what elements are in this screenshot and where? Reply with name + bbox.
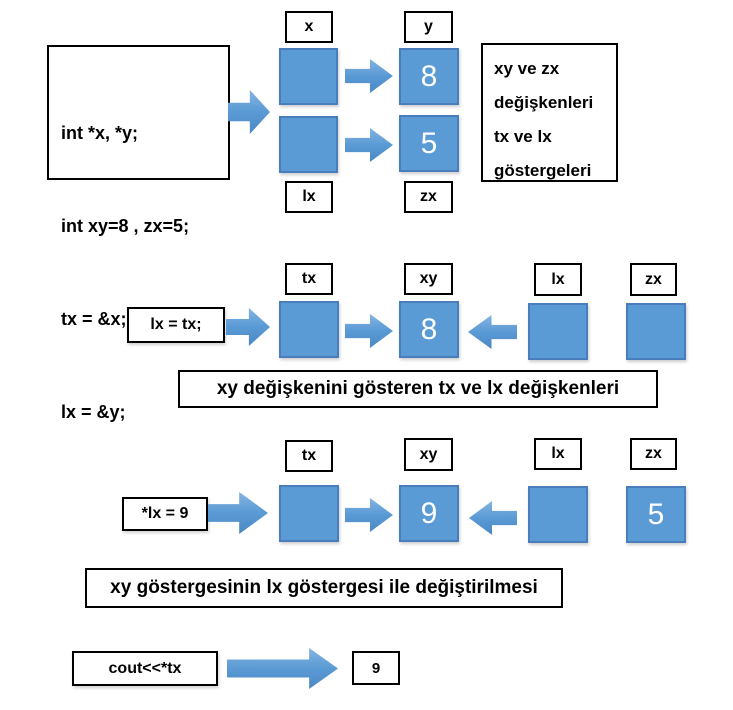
statement-text: *lx = 9: [141, 505, 189, 522]
memory-cell-xy: 9: [399, 485, 459, 542]
arrow-right-icon: [226, 308, 270, 346]
memory-cell-xy: 8: [399, 301, 459, 358]
var-label-zx: zx: [630, 263, 677, 296]
cell-value: 8: [420, 312, 438, 346]
cell-value: 9: [420, 496, 438, 530]
cell-value: 5: [647, 497, 665, 531]
var-label-text: zx: [420, 188, 437, 205]
memory-cell-x: [279, 48, 338, 105]
var-label-zx: zx: [404, 181, 453, 213]
info-line: değişkenleri: [494, 93, 594, 112]
caption-text: xy göstergesinin lx göstergesi ile değiş…: [110, 577, 538, 598]
var-label-text: tx: [301, 447, 317, 464]
memory-cell-tx: [279, 485, 339, 542]
var-label-lx: lx: [285, 181, 333, 213]
cell-value: 8: [420, 59, 438, 93]
code-line: tx = &x;: [61, 309, 127, 329]
memory-cell-y: 8: [399, 48, 459, 105]
var-label-text: x: [304, 18, 314, 35]
memory-cell-zx: 5: [626, 486, 686, 543]
memory-cell-lx: [279, 116, 338, 173]
arrow-right-icon: [208, 492, 268, 534]
statement-box: *lx = 9: [122, 497, 208, 531]
var-label-xy: xy: [404, 438, 453, 471]
arrow-right-icon: [228, 90, 270, 134]
code-box: int *x, *y; int xy=8 , zx=5; tx = &x; lx…: [47, 45, 230, 422]
section-caption: xy göstergesinin lx göstergesi ile değiş…: [85, 568, 563, 608]
arrow-left-icon: [468, 315, 517, 349]
section-caption: xy değişkenini gösteren tx ve lx değişke…: [178, 370, 658, 408]
var-label-y: y: [404, 11, 453, 43]
var-label-text: xy: [419, 445, 438, 463]
info-line: tx ve lx: [494, 127, 552, 146]
info-line: göstergeleri: [494, 161, 592, 180]
statement-box: cout<<*tx: [72, 651, 218, 686]
cell-value: 5: [420, 126, 438, 160]
arrow-right-icon: [345, 59, 393, 93]
var-label-text: lx: [551, 445, 565, 462]
var-label-lx: lx: [534, 438, 582, 470]
arrow-right-icon: [227, 648, 338, 689]
var-label-text: y: [424, 18, 433, 35]
statement-box: lx = tx;: [127, 307, 225, 343]
var-label-text: zx: [645, 445, 662, 462]
memory-cell-lx: [528, 486, 588, 543]
memory-cell-tx: [279, 301, 339, 358]
code-line: int *x, *y;: [61, 123, 139, 143]
statement-text: lx = tx;: [150, 316, 202, 333]
var-label-x: x: [285, 11, 333, 43]
caption-text: xy değişkenini gösteren tx ve lx değişke…: [216, 378, 620, 399]
code-line: int xy=8 , zx=5;: [61, 216, 190, 236]
arrow-right-icon: [345, 498, 393, 532]
arrow-right-icon: [345, 128, 393, 162]
var-label-lx: lx: [534, 263, 582, 296]
memory-cell-zx: [626, 303, 686, 360]
arrow-left-icon: [469, 501, 517, 535]
var-label-tx: tx: [285, 263, 333, 295]
var-label-text: xy: [419, 270, 438, 287]
result-box: 9: [352, 651, 400, 685]
statement-text: cout<<*tx: [108, 659, 182, 677]
code-line: lx = &y;: [61, 402, 126, 422]
result-value: 9: [371, 659, 381, 677]
memory-cell-lx: [528, 303, 588, 360]
var-label-tx: tx: [285, 440, 333, 472]
var-label-zx: zx: [630, 438, 677, 470]
var-label-text: zx: [645, 270, 662, 288]
var-label-text: tx: [301, 270, 317, 287]
arrow-right-icon: [345, 314, 393, 348]
info-line: xy ve zx: [494, 59, 560, 78]
var-label-xy: xy: [404, 263, 453, 295]
var-label-text: lx: [551, 270, 565, 288]
info-box: xy ve zx değişkenleri tx ve lx göstergel…: [481, 43, 618, 182]
var-label-text: lx: [302, 188, 316, 205]
memory-cell-zx: 5: [399, 115, 459, 172]
